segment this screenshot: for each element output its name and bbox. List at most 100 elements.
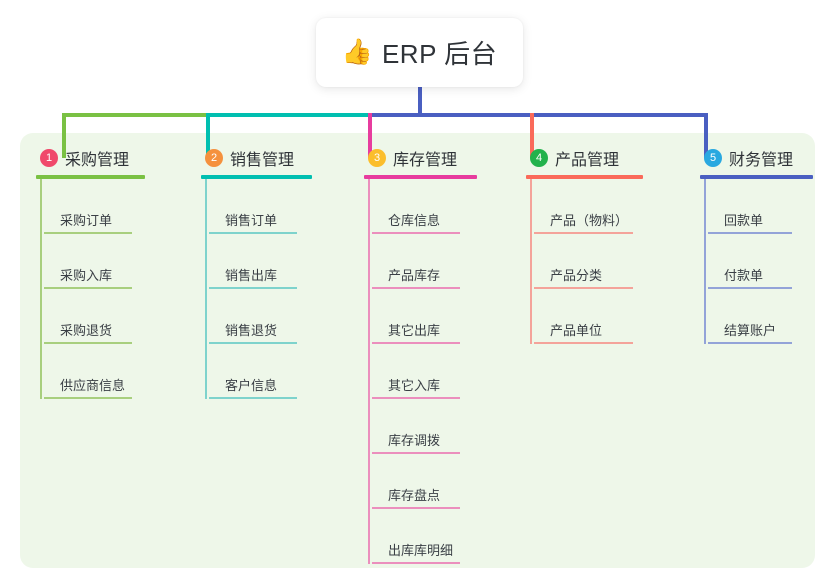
list-item[interactable]: 采购退货 (40, 289, 145, 344)
list-item[interactable]: 采购订单 (40, 179, 145, 234)
branch-spine-inventory (368, 179, 370, 564)
list-item[interactable]: 采购入库 (40, 234, 145, 289)
list-item-label: 采购退货 (60, 323, 113, 338)
list-item-rule (209, 397, 297, 399)
branch-item-list-finance: 回款单付款单结算账户 (700, 179, 813, 344)
list-item-rule (209, 232, 297, 234)
branch-header-rule-finance (700, 175, 813, 179)
list-item[interactable]: 出库库明细 (368, 509, 477, 564)
diagram-panel (20, 133, 815, 568)
branch-spine-product (530, 179, 532, 344)
list-item[interactable]: 销售订单 (205, 179, 312, 234)
branch-header-rule-sales (201, 175, 312, 179)
branch-header-rule-purchase (36, 175, 145, 179)
list-item[interactable]: 结算账户 (704, 289, 813, 344)
list-item-label: 付款单 (724, 268, 764, 283)
list-item[interactable]: 产品单位 (530, 289, 643, 344)
thumbs-up-icon: 👍 (341, 38, 373, 66)
list-item-label: 产品单位 (550, 323, 603, 338)
branch-header-sales[interactable]: 2 销售管理 (201, 146, 312, 170)
list-item-rule (708, 287, 792, 289)
list-item[interactable]: 产品分类 (530, 234, 643, 289)
list-item-label: 供应商信息 (60, 378, 126, 393)
segment-sales (206, 113, 370, 117)
branch-spine-sales (205, 179, 207, 399)
branch-title-product: 产品管理 (555, 152, 620, 169)
branch-badge-purchase: 1 (40, 149, 58, 167)
list-item[interactable]: 供应商信息 (40, 344, 145, 399)
root-stem-connector (418, 80, 422, 115)
list-item-rule (372, 507, 460, 509)
segment-right (370, 113, 708, 117)
drop-purchase (62, 113, 66, 158)
branch-header-product[interactable]: 4 产品管理 (526, 146, 643, 170)
list-item-rule (372, 562, 460, 564)
list-item-label: 产品库存 (388, 268, 441, 283)
list-item[interactable]: 库存调拨 (368, 399, 477, 454)
drop-sales (206, 113, 210, 158)
list-item-label: 出库库明细 (388, 543, 454, 558)
list-item[interactable]: 仓库信息 (368, 179, 477, 234)
list-item-label: 产品（物料） (550, 213, 629, 228)
page-title: ERP 后台 (381, 39, 498, 69)
list-item[interactable]: 产品（物料） (530, 179, 643, 234)
list-item-label: 仓库信息 (388, 213, 441, 228)
list-item-label: 产品分类 (550, 268, 603, 283)
list-item[interactable]: 其它入库 (368, 344, 477, 399)
root-node-title-card[interactable]: 👍 ERP 后台 (316, 18, 523, 87)
list-item-label: 销售订单 (225, 213, 278, 228)
branch-title-sales: 销售管理 (230, 152, 295, 169)
drop-inventory (368, 113, 372, 158)
list-item[interactable]: 销售出库 (205, 234, 312, 289)
branch-item-list-sales: 销售订单销售出库销售退货客户信息 (201, 179, 312, 399)
list-item-label: 库存调拨 (388, 433, 441, 448)
list-item-rule (372, 342, 460, 344)
list-item[interactable]: 客户信息 (205, 344, 312, 399)
list-item-label: 销售出库 (225, 268, 278, 283)
list-item[interactable]: 其它出库 (368, 289, 477, 344)
branch-header-rule-inventory (364, 175, 477, 179)
list-item-rule (209, 342, 297, 344)
list-item-rule (44, 287, 132, 289)
list-item[interactable]: 销售退货 (205, 289, 312, 344)
list-item-rule (708, 342, 792, 344)
list-item-label: 销售退货 (225, 323, 278, 338)
list-item-rule (372, 452, 460, 454)
branch-badge-sales: 2 (205, 149, 223, 167)
list-item-label: 结算账户 (724, 323, 777, 338)
list-item[interactable]: 付款单 (704, 234, 813, 289)
branch-header-rule-product (526, 175, 643, 179)
list-item-label: 采购入库 (60, 268, 113, 283)
list-item-label: 采购订单 (60, 213, 113, 228)
branch-column-product: 4 产品管理产品（物料） 产品分类产品单位 (526, 146, 643, 344)
list-item-rule (372, 397, 460, 399)
list-item-rule (372, 287, 460, 289)
branch-item-list-inventory: 仓库信息产品库存其它出库其它入库库存调拨库存盘点出库库明细 (364, 179, 477, 564)
list-item-label: 回款单 (724, 213, 764, 228)
branch-badge-inventory: 3 (368, 149, 386, 167)
list-item-rule (44, 342, 132, 344)
branch-column-sales: 2 销售管理销售订单销售出库销售退货客户信息 (201, 146, 312, 399)
list-item[interactable]: 库存盘点 (368, 454, 477, 509)
branch-spine-purchase (40, 179, 42, 399)
list-item[interactable]: 回款单 (704, 179, 813, 234)
list-item-rule (534, 342, 633, 344)
list-item-label: 库存盘点 (388, 488, 441, 503)
list-item-rule (372, 232, 460, 234)
list-item-rule (708, 232, 792, 234)
list-item[interactable]: 产品库存 (368, 234, 477, 289)
list-item-rule (44, 397, 132, 399)
branch-item-list-purchase: 采购订单采购入库采购退货供应商信息 (36, 179, 145, 399)
segment-purchase (62, 113, 206, 117)
branch-title-finance: 财务管理 (729, 152, 794, 169)
list-item-label: 其它出库 (388, 323, 441, 338)
drop-product (530, 113, 534, 158)
branch-badge-product: 4 (530, 149, 548, 167)
